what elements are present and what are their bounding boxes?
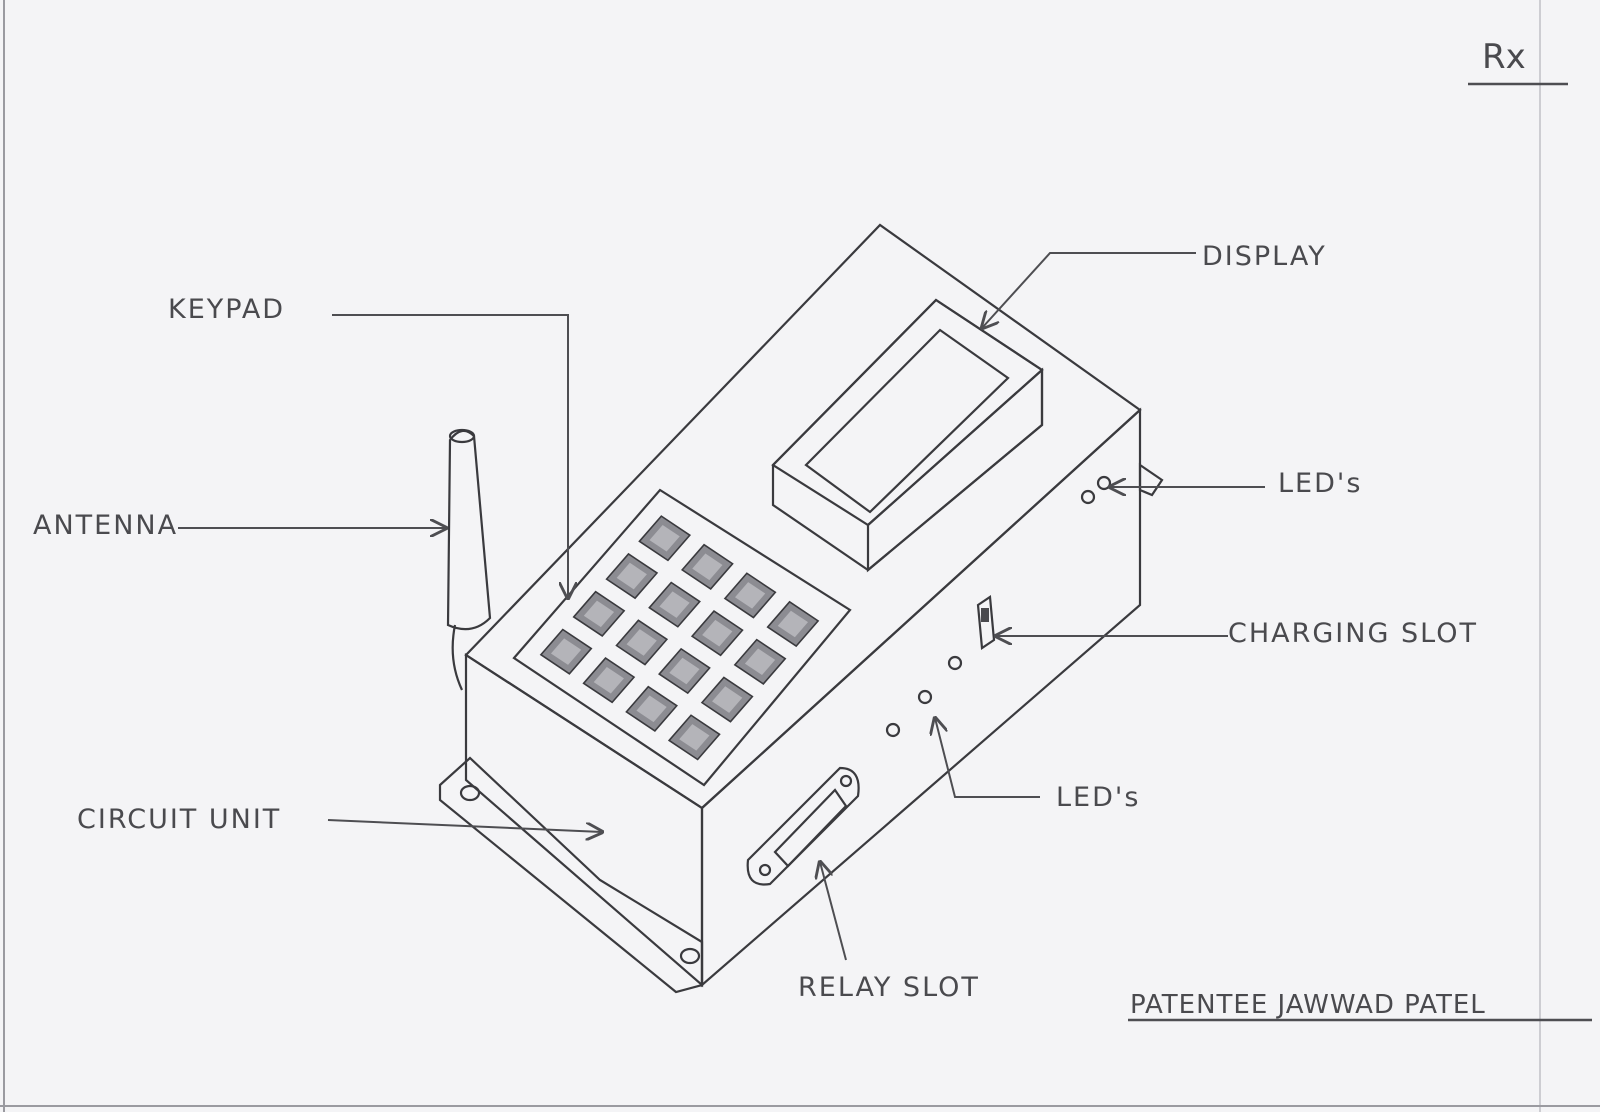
label-leds-bottom: LED's bbox=[1056, 782, 1140, 813]
keypad-key-face bbox=[669, 657, 700, 685]
charging-switch-toggle bbox=[981, 608, 989, 622]
relay-slot-leader bbox=[820, 862, 847, 961]
keypad-key-face bbox=[593, 666, 624, 694]
side-leds bbox=[885, 475, 1112, 738]
rx-mark: Rx bbox=[1482, 37, 1526, 77]
keypad-key-face bbox=[712, 686, 743, 713]
charging-switch bbox=[976, 595, 996, 650]
keypad-leader bbox=[332, 314, 568, 598]
led-bottom-3 bbox=[885, 722, 901, 738]
relay-connector bbox=[746, 766, 860, 886]
leds-bottom-leader bbox=[935, 718, 1040, 798]
keypad-key-face bbox=[679, 724, 710, 751]
leader-lines bbox=[178, 252, 1265, 961]
top-face bbox=[464, 223, 1142, 810]
antenna-tip bbox=[448, 428, 476, 444]
relay-screw-right bbox=[839, 774, 853, 788]
relay-shell bbox=[746, 766, 860, 886]
keypad-key-face bbox=[649, 524, 680, 552]
keypad-key-face bbox=[626, 629, 657, 656]
display-housing bbox=[771, 298, 1044, 572]
charging-switch-body bbox=[976, 595, 996, 650]
keypad-key-face bbox=[702, 619, 733, 647]
keypad-key-face bbox=[616, 562, 647, 590]
keypad-key-face bbox=[659, 591, 690, 618]
keypad-key-face bbox=[550, 638, 582, 665]
side-bracket bbox=[1138, 462, 1164, 497]
label-charging-slot: CHARGING SLOT bbox=[1228, 618, 1478, 649]
display-screen bbox=[804, 328, 1010, 514]
keypad-key-face bbox=[692, 553, 723, 581]
keypad-unit bbox=[512, 488, 852, 787]
plate-hole-left bbox=[459, 784, 481, 802]
plate-hole-right bbox=[679, 947, 701, 965]
keypad-key-face bbox=[744, 648, 776, 676]
antenna bbox=[446, 428, 492, 691]
keypad-panel bbox=[512, 488, 852, 787]
display-unit bbox=[771, 298, 1044, 573]
display-leader bbox=[982, 252, 1196, 328]
relay-pins bbox=[773, 788, 848, 868]
led-bottom-2 bbox=[917, 689, 933, 705]
patentee-label: PATENTEE JAWWAD PATEL bbox=[1130, 990, 1486, 1020]
led-top-2 bbox=[1096, 475, 1112, 491]
circuit-unit-leader bbox=[327, 819, 602, 832]
keypad-key-face bbox=[583, 600, 615, 628]
label-circuit-unit: CIRCUIT UNIT bbox=[77, 804, 281, 835]
keypad-keys bbox=[539, 515, 820, 761]
led-top-1 bbox=[1080, 489, 1096, 505]
led-bottom-1 bbox=[947, 655, 963, 671]
display-side bbox=[866, 367, 1044, 573]
label-keypad: KEYPAD bbox=[168, 294, 285, 325]
label-display: DISPLAY bbox=[1202, 241, 1327, 272]
device bbox=[438, 223, 1164, 994]
antenna-base bbox=[451, 624, 463, 691]
keypad-key-face bbox=[636, 695, 667, 723]
antenna-body bbox=[446, 429, 492, 631]
keypad-key-face bbox=[735, 582, 766, 609]
relay-screw-left bbox=[758, 863, 772, 877]
keypad-key-face bbox=[777, 610, 808, 638]
label-relay-slot: RELAY SLOT bbox=[798, 972, 980, 1003]
label-leds-right: LED's bbox=[1278, 468, 1362, 499]
label-antenna: ANTENNA bbox=[33, 510, 178, 541]
side-face bbox=[700, 407, 1142, 988]
